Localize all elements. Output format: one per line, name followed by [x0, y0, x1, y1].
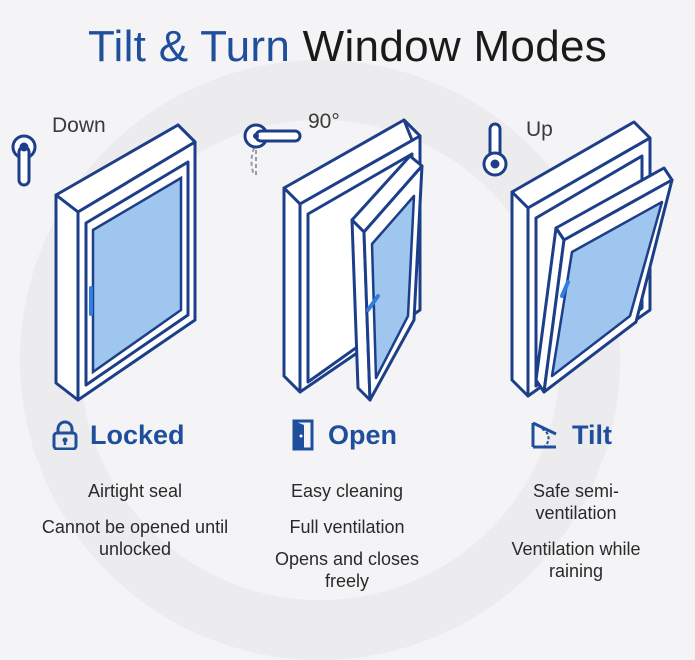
handle-up-icon — [482, 122, 508, 177]
mode-tilt: Up Tilt Safe semi-ventilation Ventilatio… — [464, 110, 694, 600]
lock-icon — [52, 420, 78, 450]
handle-label: Up — [526, 118, 553, 141]
feature-item: Opens and closes freely — [274, 549, 420, 591]
title-rest: Window Modes — [302, 22, 608, 71]
sash-handle — [560, 280, 570, 298]
handle-turn-icon — [243, 123, 302, 176]
handle-label: 90° — [308, 110, 340, 133]
feature-item: Safe semi-ventilation — [532, 481, 620, 523]
mode-name: Tilt — [572, 419, 612, 450]
open-sash — [350, 154, 424, 402]
tilt-icon — [531, 421, 557, 449]
door-open-icon — [292, 419, 314, 451]
mode-title: Locked — [52, 418, 185, 452]
feature-item: Easy cleaning — [290, 481, 404, 501]
mode-title: Tilt — [530, 418, 612, 452]
feature-item: Airtight seal — [87, 481, 183, 501]
locked-diagram — [11, 123, 197, 402]
handle-label: Down — [52, 114, 106, 137]
mode-open: 90° Open Easy cleaning Full ventilation … — [232, 110, 462, 600]
feature-item: Ventilation while raining — [511, 539, 641, 581]
mode-name: Open — [328, 419, 398, 450]
tilt-sash — [534, 166, 674, 394]
feature-item: Cannot be opened until unlocked — [41, 517, 229, 559]
handle-down-icon — [11, 134, 37, 187]
feature-item: Full ventilation — [289, 517, 405, 537]
mode-name: Locked — [90, 419, 185, 450]
glass-pane — [91, 175, 183, 375]
page-title: Tilt & Turn Window Modes — [0, 22, 695, 72]
title-accent: Tilt & Turn — [87, 22, 291, 71]
mode-locked: Down Locked Airtight seal Cannot be open… — [0, 110, 230, 600]
open-diagram — [243, 118, 424, 402]
tilt-diagram — [482, 120, 674, 398]
sash-handle — [366, 294, 380, 312]
mode-title: Open — [292, 418, 397, 452]
